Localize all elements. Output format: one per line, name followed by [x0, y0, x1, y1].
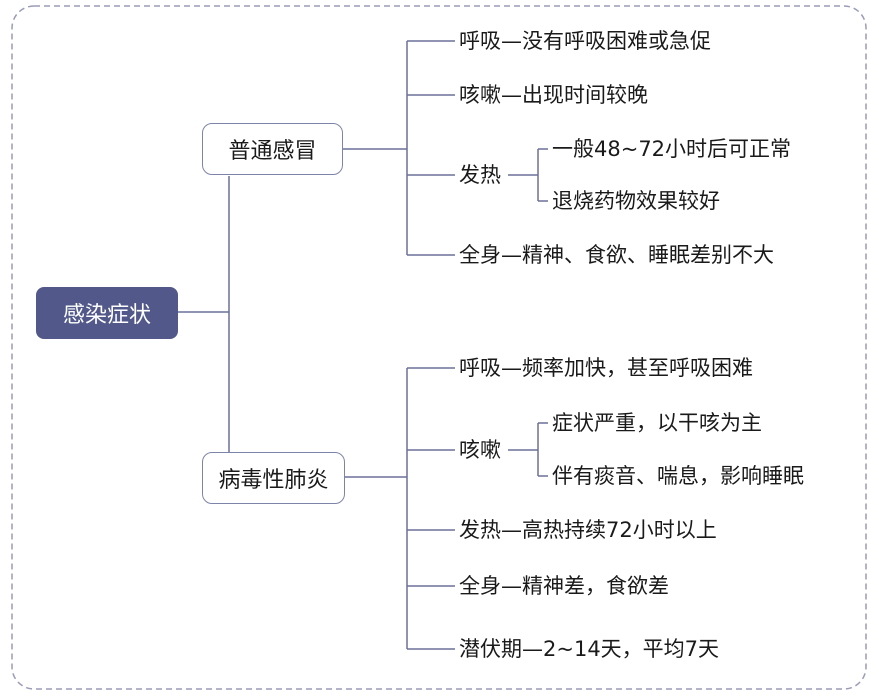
- leaf-node: 咳嗽—出现时间较晚: [459, 83, 648, 107]
- branch-node-label: 病毒性肺炎: [218, 468, 329, 493]
- leaf-node: 咳嗽: [459, 438, 501, 462]
- root-node: 感染症状: [36, 287, 178, 339]
- branch-node-label: 普通感冒: [228, 139, 317, 164]
- leaf-node: 全身—精神、食欲、睡眠差别不大: [459, 243, 774, 267]
- sub-leaf-node: 退烧药物效果较好: [552, 189, 720, 213]
- branch-node-common-cold: 普通感冒: [202, 123, 343, 175]
- leaf-node: 全身—精神差，食欲差: [459, 574, 669, 598]
- leaf-node: 发热: [459, 163, 501, 187]
- leaf-node: 呼吸—频率加快，甚至呼吸困难: [459, 356, 753, 380]
- diagram-frame: [11, 5, 867, 690]
- leaf-node: 潜伏期—2~14天，平均7天: [459, 637, 720, 661]
- leaf-node: 呼吸—没有呼吸困难或急促: [459, 29, 711, 53]
- sub-leaf-node: 伴有痰音、喘息，影响睡眠: [552, 464, 804, 488]
- sub-leaf-node: 一般48~72小时后可正常: [552, 137, 792, 161]
- sub-leaf-node: 症状严重，以干咳为主: [552, 411, 762, 435]
- root-node-label: 感染症状: [62, 303, 151, 328]
- branch-node-viral-pneumonia: 病毒性肺炎: [202, 452, 345, 504]
- leaf-node: 发热—高热持续72小时以上: [459, 518, 717, 542]
